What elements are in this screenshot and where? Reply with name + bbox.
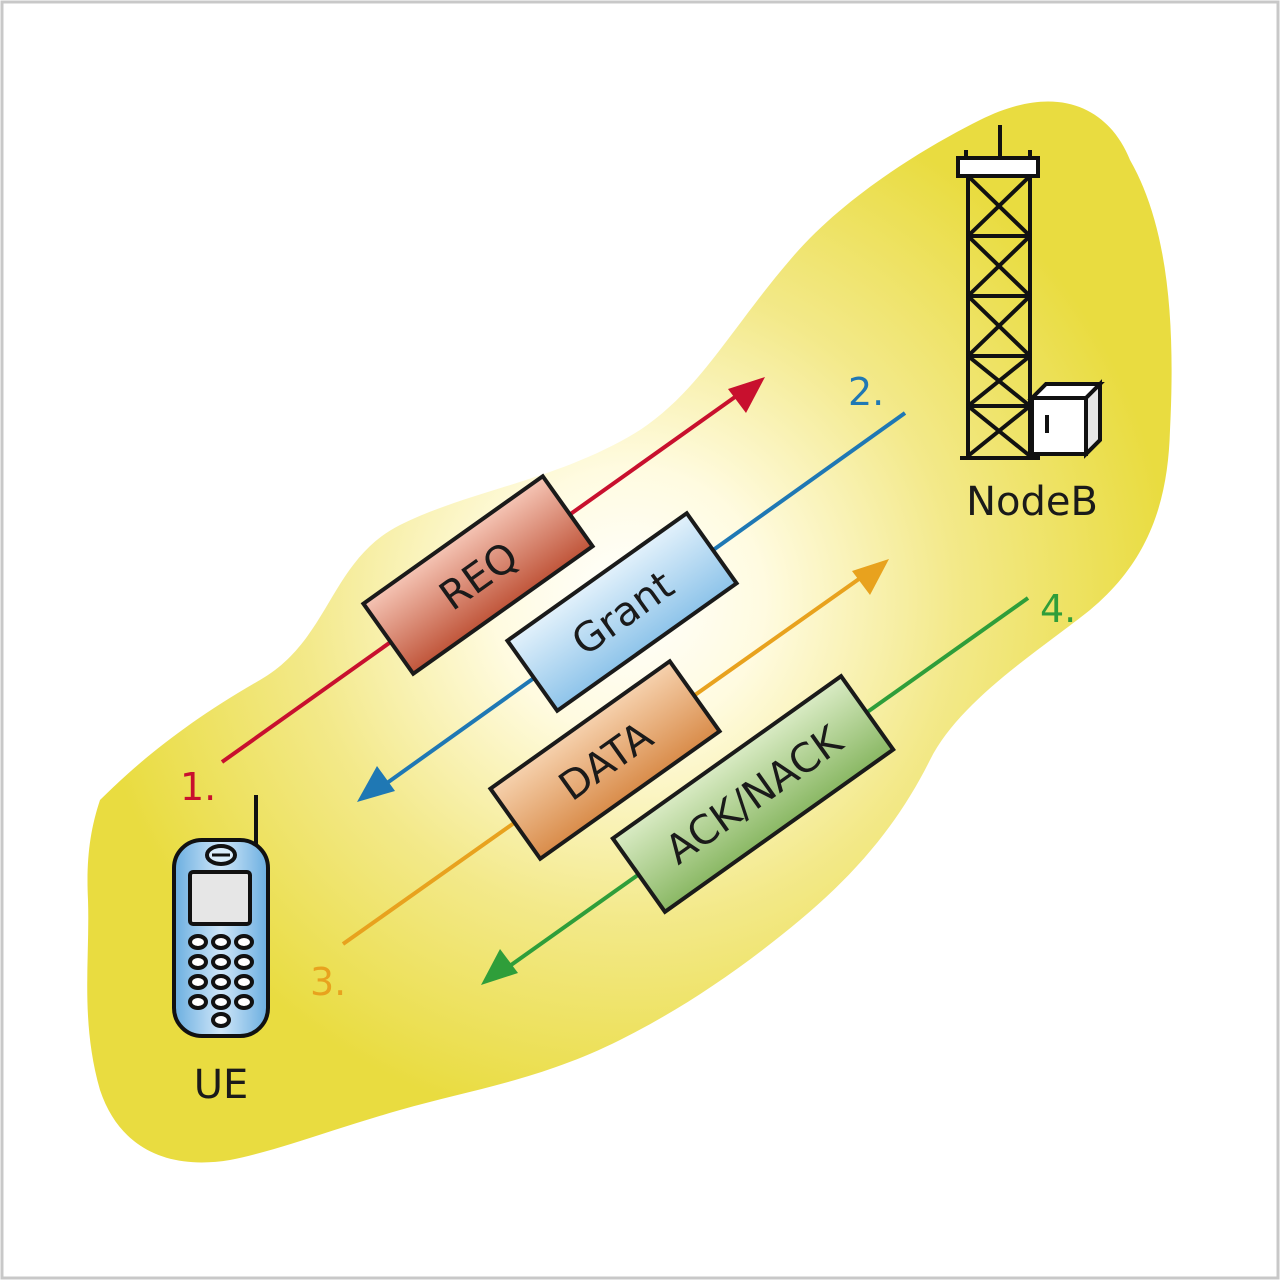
step-number-4: 4. [1040, 587, 1076, 631]
nodeb-label: NodeB [966, 479, 1098, 525]
ue-label: UE [194, 1062, 249, 1108]
equipment-cabinet-icon [1032, 384, 1100, 454]
step-number-1: 1. [180, 765, 216, 809]
step-number-2: 2. [848, 370, 884, 414]
step-number-3: 3. [310, 960, 346, 1004]
